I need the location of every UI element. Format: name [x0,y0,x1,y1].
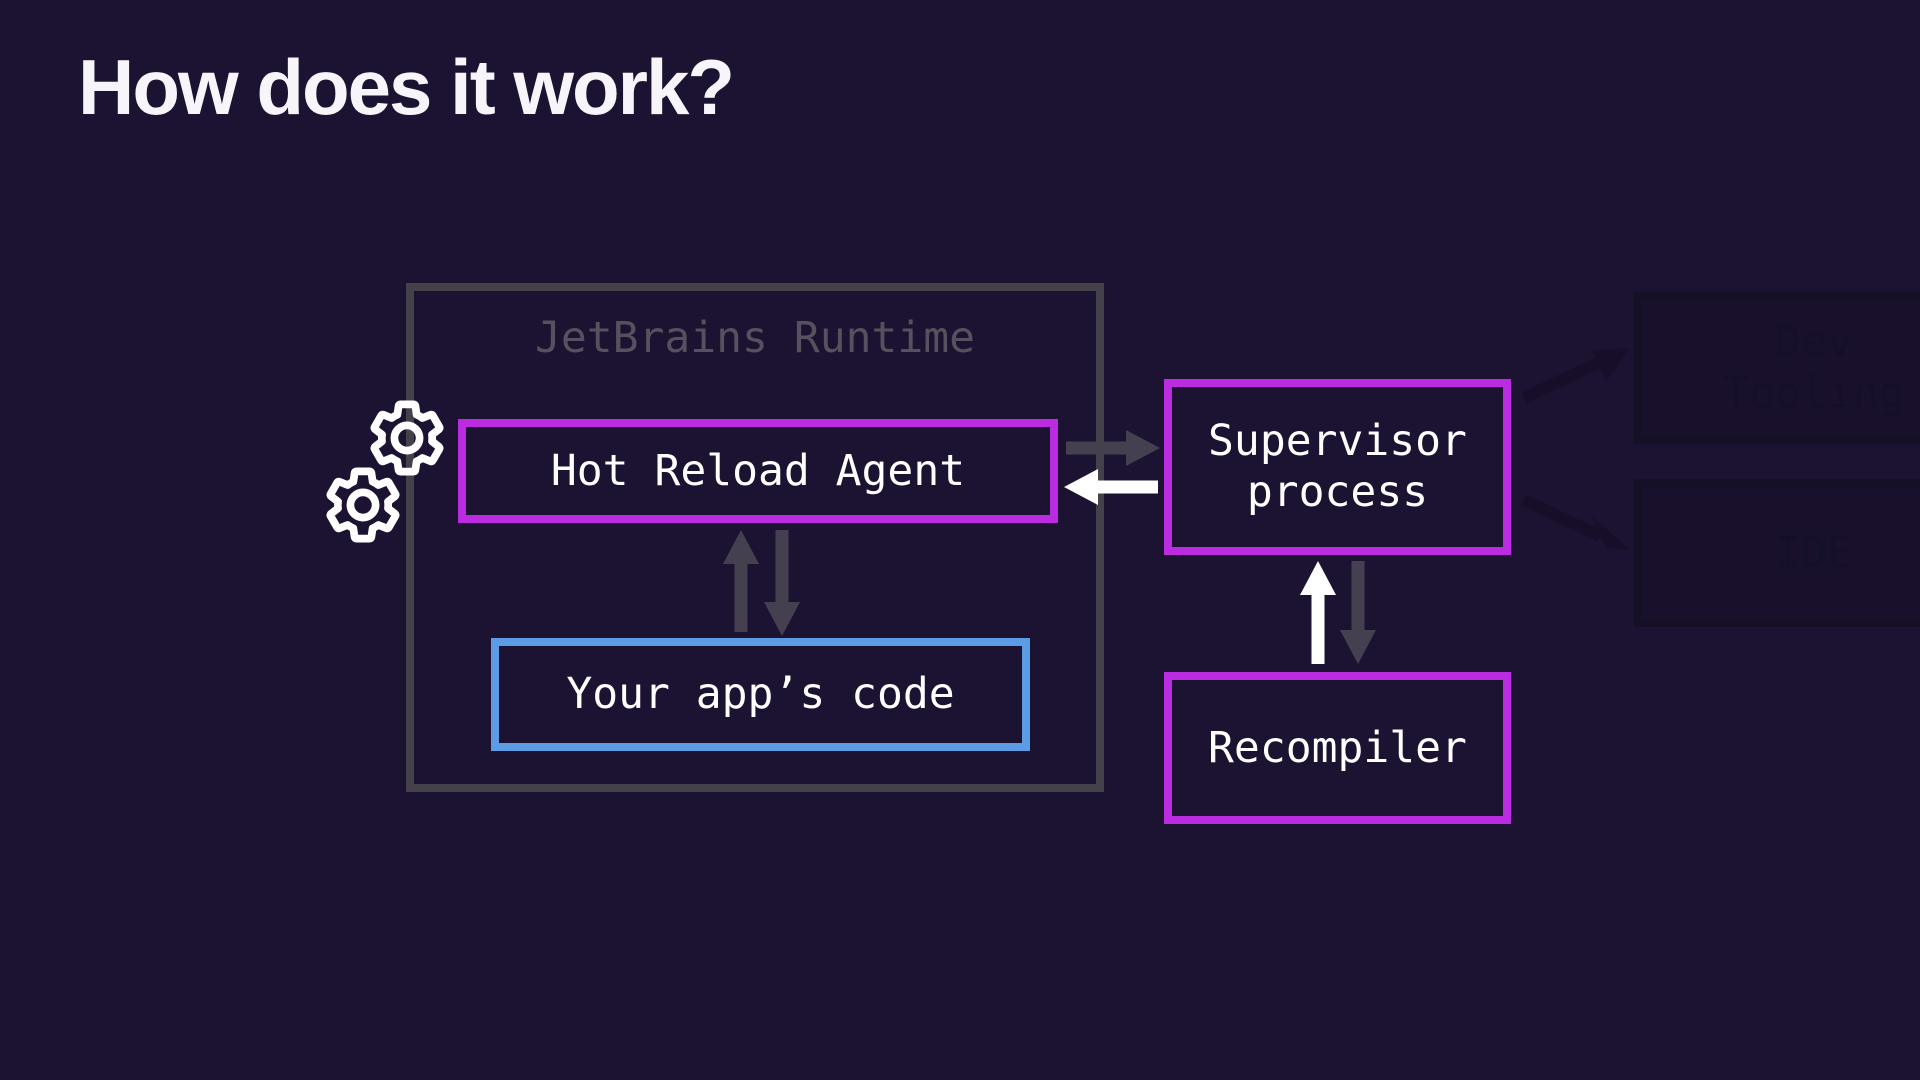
node-ide-faint: IDE [1634,479,1920,627]
arrow-recompiler-to-supervisor [1300,561,1336,664]
node-hot-reload-agent: Hot Reload Agent [458,419,1058,523]
runtime-container-box: JetBrains Runtime [406,283,1104,792]
page-title: How does it work? [78,43,735,131]
ide-label: IDE [1775,527,1853,578]
recompiler-label: Recompiler [1208,722,1467,773]
supervisor-process-label: Supervisor process [1208,416,1467,517]
arrow-supervisor-to-recompiler [1340,561,1376,664]
dev-tooling-label: Dev Tooling [1723,317,1905,418]
hot-reload-agent-label: Hot Reload Agent [550,445,966,496]
node-recompiler: Recompiler [1164,672,1511,824]
runtime-container-label: JetBrains Runtime [534,313,976,363]
arrow-supervisor-to-dev-tooling [1521,348,1630,404]
node-supervisor-process: Supervisor process [1164,379,1511,555]
node-your-apps-code: Your app’s code [491,638,1030,751]
arrow-supervisor-to-ide [1521,494,1630,550]
node-dev-tooling-faint: Dev Tooling [1634,292,1920,444]
your-apps-code-label: Your app’s code [566,669,955,720]
